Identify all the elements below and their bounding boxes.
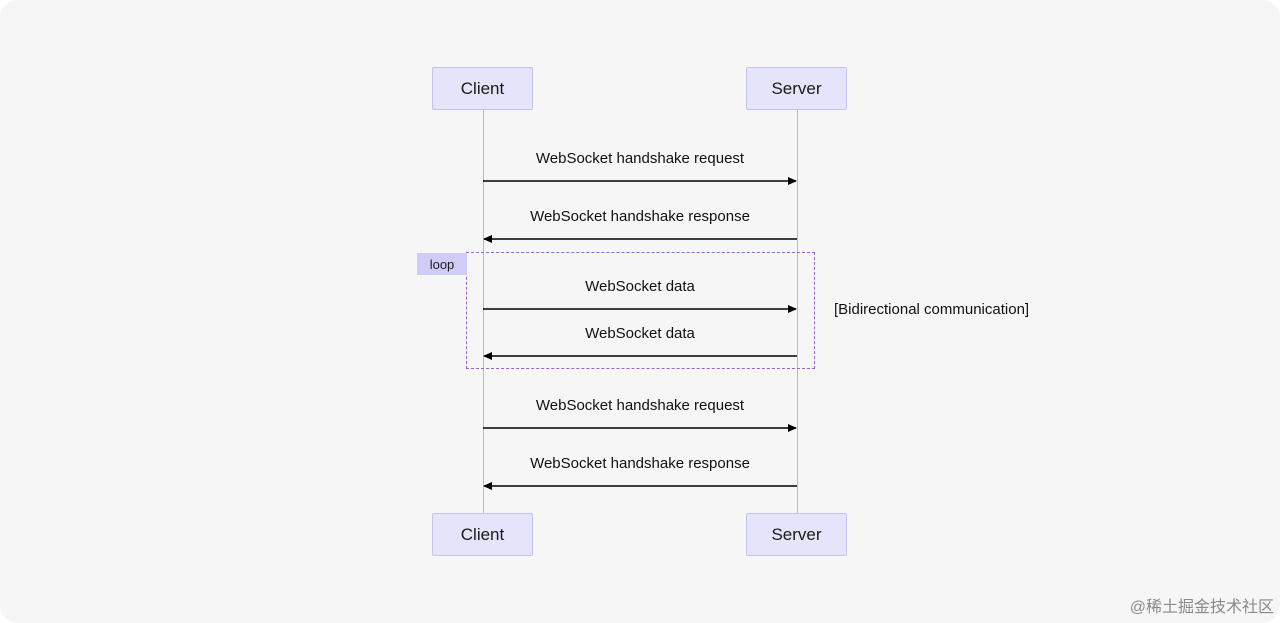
message-label: WebSocket handshake request <box>535 397 745 414</box>
loop-label: loop <box>417 253 467 275</box>
message-label: WebSocket handshake response <box>530 208 750 225</box>
loop-condition: [Bidirectional communication] <box>834 301 1030 318</box>
message-label: WebSocket data <box>585 278 695 295</box>
message-label: WebSocket handshake request <box>535 150 745 167</box>
client-lifeline <box>483 110 484 513</box>
server-actor-top: Server <box>746 67 847 110</box>
loop-fragment <box>466 252 815 369</box>
message-label: WebSocket handshake response <box>530 455 750 472</box>
client-actor-top: Client <box>432 67 533 110</box>
message-label: WebSocket data <box>585 325 695 342</box>
server-actor-bottom: Server <box>746 513 847 556</box>
client-actor-bottom: Client <box>432 513 533 556</box>
watermark: @稀土掘金技术社区 <box>1129 599 1274 616</box>
server-lifeline <box>797 110 798 513</box>
